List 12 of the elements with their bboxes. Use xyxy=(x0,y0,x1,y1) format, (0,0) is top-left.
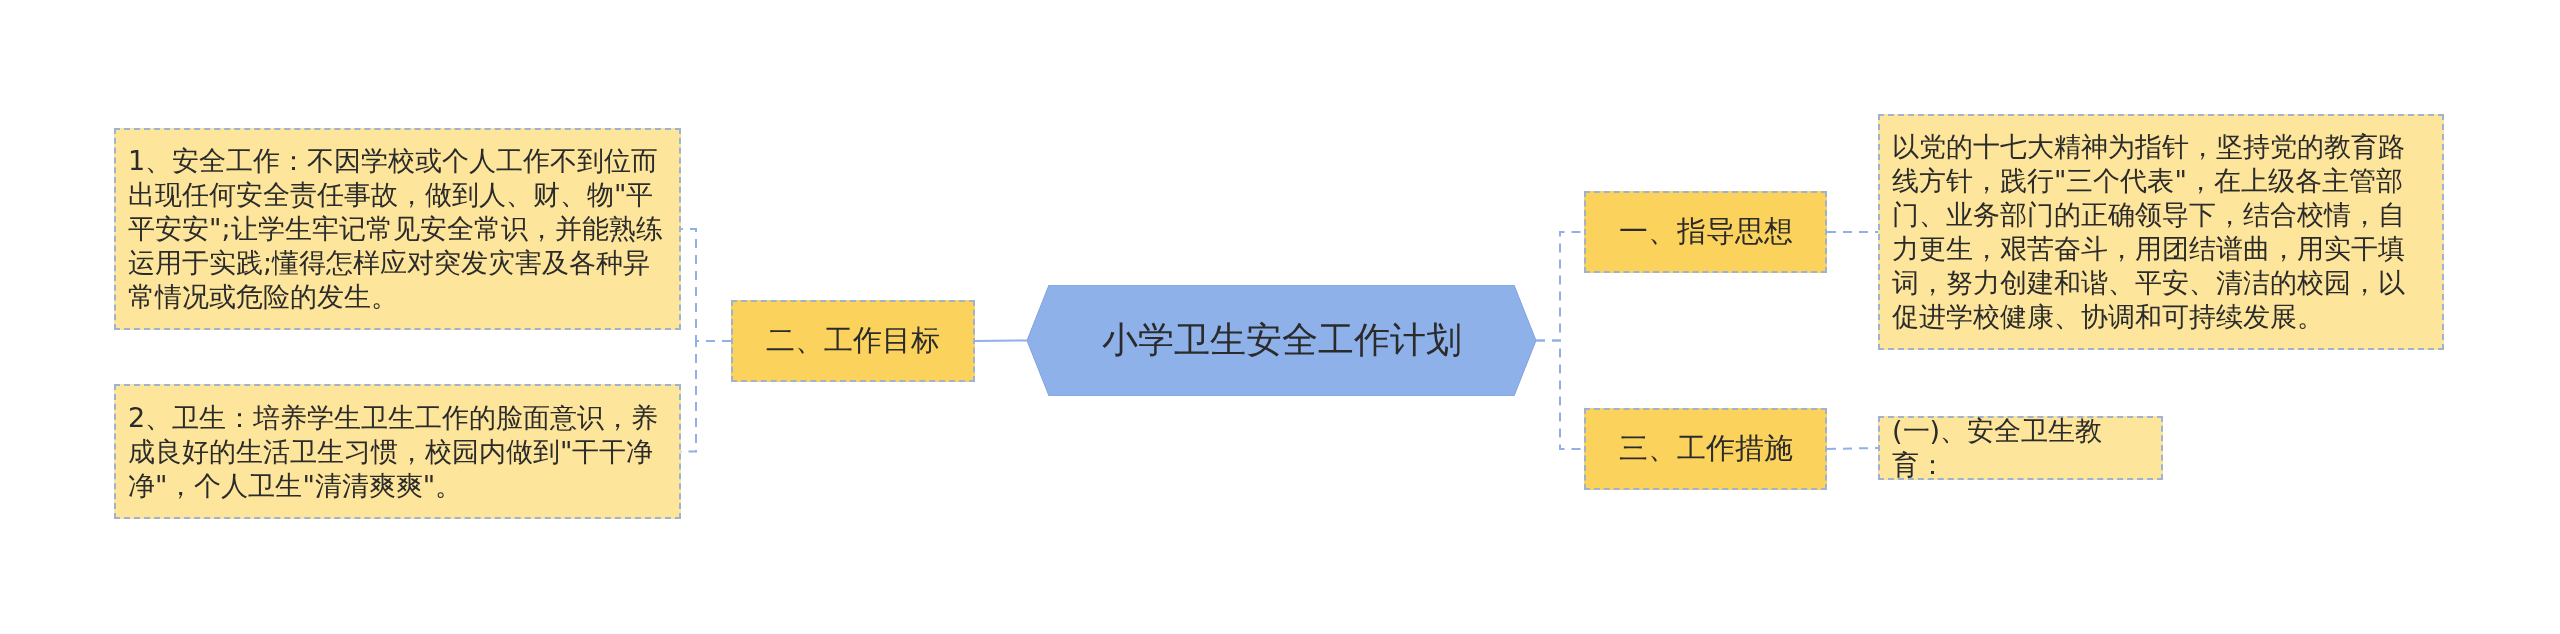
connector-line xyxy=(974,339,1028,342)
central-topic-text: 小学卫生安全工作计划 xyxy=(1101,318,1462,362)
note-box: 1、安全工作：不因学校或个人工作不到位而出现任何安全责任事故，做到人、财、物"平平安安";让学生牢记常见安全常识，并能熟练运用于实践;懂得怎样应对突发灾害及各种异常情况或危险的发生。 xyxy=(114,128,681,330)
topic-box: 三、工作措施 xyxy=(1584,408,1827,490)
connector-line xyxy=(1826,231,1879,233)
note-box: 以党的十七大精神为指针，坚持党的教育路线方针，践行"三个代表"，在上级各主管部门、业务部门的正确领导下，结合校情，自力更生，艰苦奋斗，用团结谱曲，用实干填词，努力创建和谐、平安、清洁的校园，以促进学校健康、协调和可持续发展。 xyxy=(1878,114,2444,350)
connector-line xyxy=(1826,447,1879,450)
topic-box: 二、工作目标 xyxy=(731,300,975,382)
note-box: 2、卫生：培养学生卫生工作的脸面意识，养成良好的生活卫生习惯，校园内做到"干干净净"，个人卫生"清清爽爽"。 xyxy=(114,384,681,519)
central-topic-hexagon xyxy=(1027,285,1536,396)
note-box: (一)、安全卫生教育： xyxy=(1878,416,2163,480)
topic-box: 一、指导思想 xyxy=(1584,191,1827,273)
